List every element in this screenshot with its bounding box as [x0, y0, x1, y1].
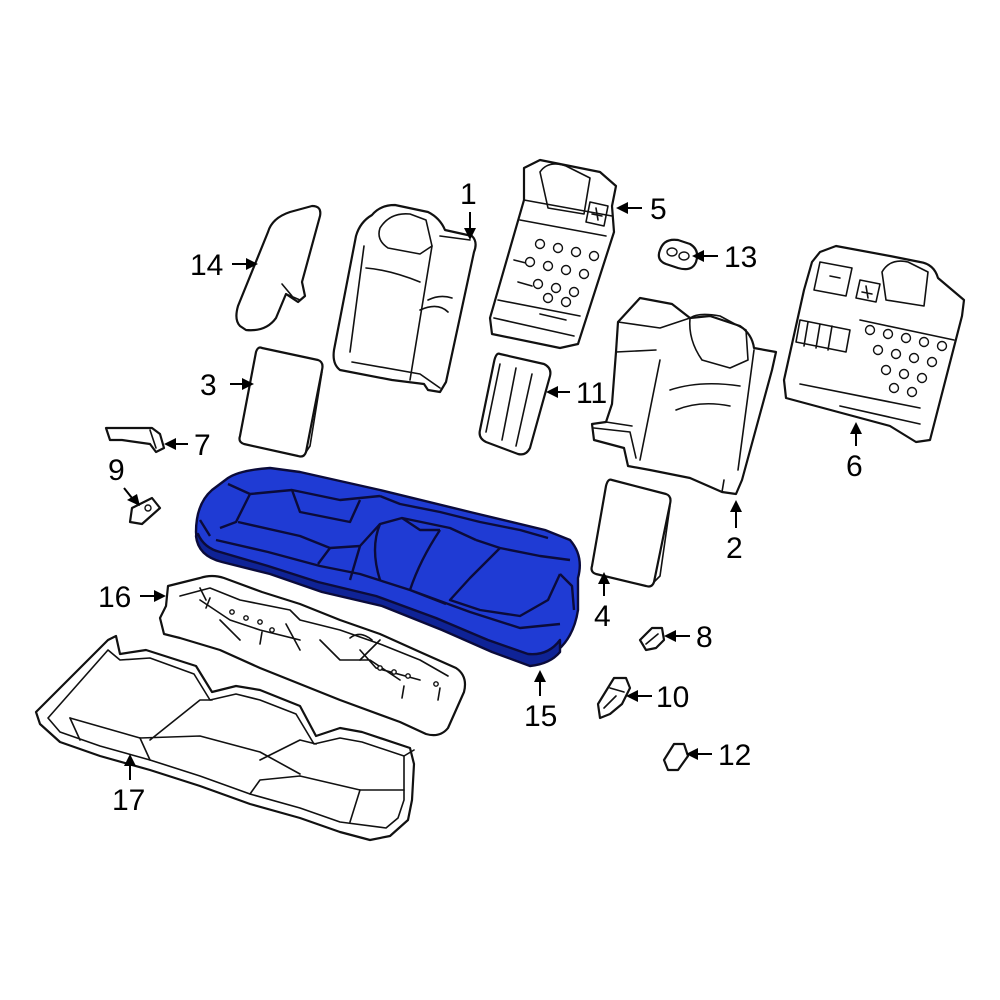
part-4-right-back-pad[interactable] — [590, 478, 672, 588]
part-16-cushion-base[interactable] — [158, 574, 467, 737]
callout-9[interactable]: 9 — [108, 454, 125, 487]
callout-leaders — [123, 202, 862, 780]
callout-7[interactable]: 7 — [194, 429, 211, 462]
part-6-right-back-frame[interactable] — [782, 244, 966, 444]
part-12-clip[interactable] — [662, 742, 690, 772]
callout-2[interactable]: 2 — [726, 532, 743, 565]
part-5-left-back-frame[interactable] — [488, 158, 618, 350]
part-13-grommet[interactable] — [657, 238, 699, 271]
callout-1[interactable]: 1 — [460, 178, 477, 211]
callout-3[interactable]: 3 — [200, 369, 217, 402]
callout-5[interactable]: 5 — [650, 193, 667, 226]
callout-14[interactable]: 14 — [190, 249, 223, 282]
part-7-bracket[interactable] — [104, 426, 166, 454]
callout-4[interactable]: 4 — [594, 600, 611, 633]
callout-16[interactable]: 16 — [98, 581, 131, 614]
part-10-bracket[interactable] — [596, 676, 632, 720]
callout-13[interactable]: 13 — [724, 241, 757, 274]
part-11-armrest-insert[interactable] — [478, 352, 552, 456]
part-17-seat-frame[interactable] — [34, 634, 416, 842]
callout-8[interactable]: 8 — [696, 621, 713, 654]
part-8-clip[interactable] — [638, 626, 666, 652]
part-3-left-back-pad[interactable] — [238, 346, 324, 458]
callout-11[interactable]: 11 — [576, 377, 607, 410]
callout-6[interactable]: 6 — [846, 450, 863, 483]
callout-17[interactable]: 17 — [112, 784, 145, 817]
callout-10[interactable]: 10 — [656, 681, 689, 714]
part-1-left-seat-back[interactable] — [332, 203, 477, 394]
part-14-side-bolster[interactable] — [235, 204, 322, 332]
callout-15[interactable]: 15 — [524, 700, 557, 733]
part-2-right-seat-back[interactable] — [590, 296, 778, 496]
part-15-seat-cushion[interactable] — [194, 466, 581, 668]
callout-12[interactable]: 12 — [718, 739, 751, 772]
part-9-clip[interactable] — [128, 496, 162, 526]
